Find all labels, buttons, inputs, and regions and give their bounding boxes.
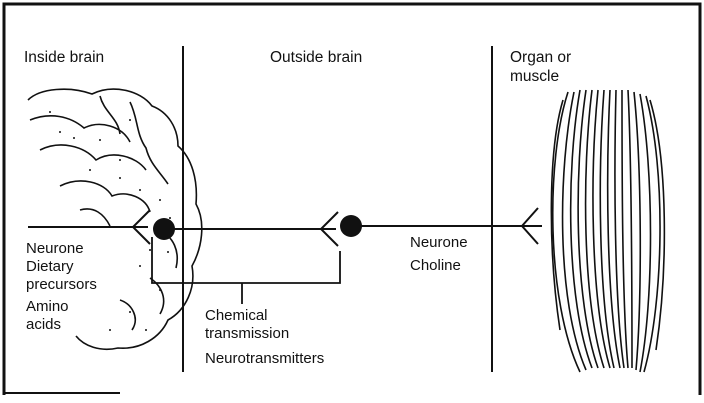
- section-outside-brain: Outside brain: [270, 49, 362, 67]
- label-neurone-left: Neurone: [26, 240, 84, 258]
- section-inside-brain: Inside brain: [24, 49, 104, 67]
- section-organ-line2: muscle: [510, 68, 559, 86]
- label-amino-line1: Amino: [26, 298, 69, 316]
- cell-body-left: [153, 218, 175, 240]
- label-neurotransmitters: Neurotransmitters: [205, 350, 324, 368]
- muscle-illustration: [551, 90, 664, 372]
- label-chemical-line1: Chemical: [205, 307, 268, 325]
- label-dietary-line1: Dietary: [26, 258, 74, 276]
- label-chemical-line2: transmission: [205, 325, 289, 343]
- cell-body-middle: [340, 215, 362, 237]
- label-choline: Choline: [410, 257, 461, 275]
- section-organ-line1: Organ or: [510, 49, 571, 67]
- label-dietary-line2: precursors: [26, 276, 97, 294]
- label-amino-line2: acids: [26, 316, 61, 334]
- chemical-transmission-bracket: [152, 237, 340, 283]
- label-neurone-right: Neurone: [410, 234, 468, 252]
